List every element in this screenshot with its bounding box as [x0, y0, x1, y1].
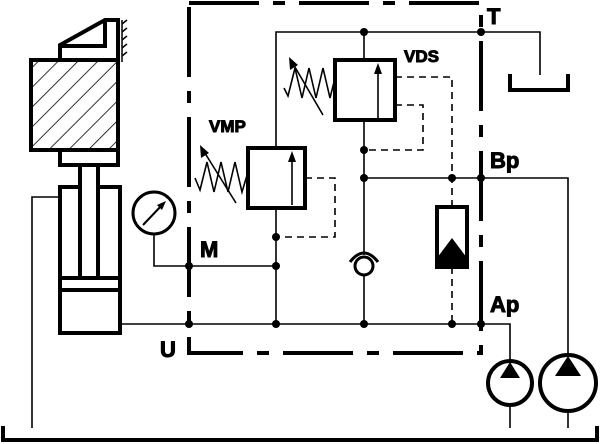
tank-symbol	[508, 74, 570, 92]
vmp-relief-valve	[194, 145, 307, 210]
pilot-lines	[276, 76, 453, 324]
junction-dots	[185, 28, 485, 328]
label-t: T	[487, 4, 501, 29]
reservoir-line	[1, 426, 599, 442]
tool-wedge	[58, 18, 128, 62]
throttle-element	[435, 205, 469, 269]
vds-sequence-valve	[283, 57, 397, 122]
check-valve	[348, 251, 380, 277]
label-bp: Bp	[490, 148, 519, 173]
label-m: M	[200, 237, 218, 262]
pump-large	[538, 353, 598, 413]
hydraulic-cylinder	[58, 148, 122, 335]
pump-small	[486, 359, 534, 407]
valve-block-boundary	[187, 1, 483, 355]
label-ap: Ap	[490, 292, 519, 317]
label-u: U	[160, 337, 176, 362]
pressure-gauge	[131, 190, 177, 236]
hydraulic-lines	[31, 31, 569, 428]
label-vmp: VMP	[209, 117, 246, 136]
label-vds: VDS	[404, 47, 439, 66]
hatched-load-block	[29, 58, 120, 152]
